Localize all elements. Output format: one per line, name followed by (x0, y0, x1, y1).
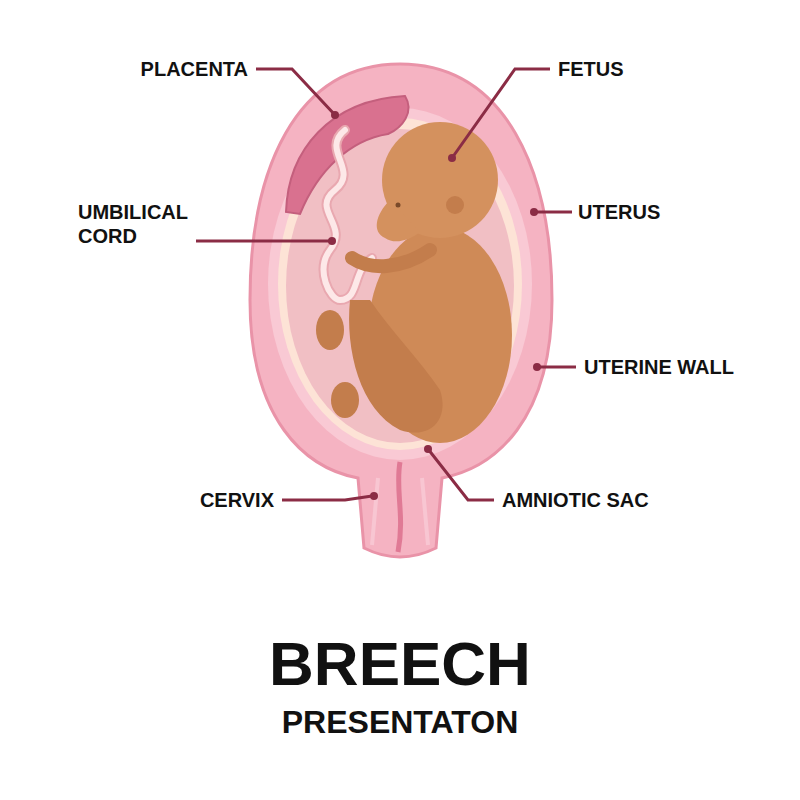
part-label: FETUS (558, 57, 624, 81)
fetus-face (377, 200, 420, 241)
cervix-shade (372, 478, 428, 545)
leader-dot (448, 154, 456, 162)
leader-line (537, 366, 576, 369)
leader-line (534, 211, 572, 214)
leader-dot (370, 492, 378, 500)
part-label: AMNIOTIC SAC (502, 488, 649, 512)
leader-dot (530, 208, 538, 216)
leader-dot (331, 111, 339, 119)
diagram-title: BREECH (0, 628, 800, 700)
part-label: UTERINE WALL (584, 355, 734, 379)
leader-line (452, 69, 550, 158)
leader-dot (328, 237, 336, 245)
leader-lines (196, 69, 576, 500)
uterus-shape (250, 64, 552, 557)
leader-dot (424, 445, 432, 453)
leader-line (428, 449, 494, 500)
leader-line (196, 240, 330, 243)
leader-line (282, 496, 372, 500)
part-label: PLACENTA (141, 57, 248, 81)
fetus-foot (316, 310, 344, 350)
leader-dots (328, 111, 541, 500)
umbilical-cord (324, 130, 372, 300)
fetus-arm (352, 250, 430, 266)
leader-line (256, 69, 335, 115)
part-label: UTERUS (578, 200, 660, 224)
fetus-ear (446, 196, 464, 214)
leader-dot (533, 363, 541, 371)
cord-outline (324, 130, 372, 300)
fetus-eye (396, 203, 401, 208)
fetus-leg (349, 300, 443, 433)
diagram-subtitle: PRESENTATON (0, 702, 800, 742)
part-label: CERVIX (200, 488, 274, 512)
part-label: UMBILICAL CORD (78, 200, 196, 248)
cervix-canal (398, 462, 401, 552)
fetus-foot (331, 382, 359, 418)
